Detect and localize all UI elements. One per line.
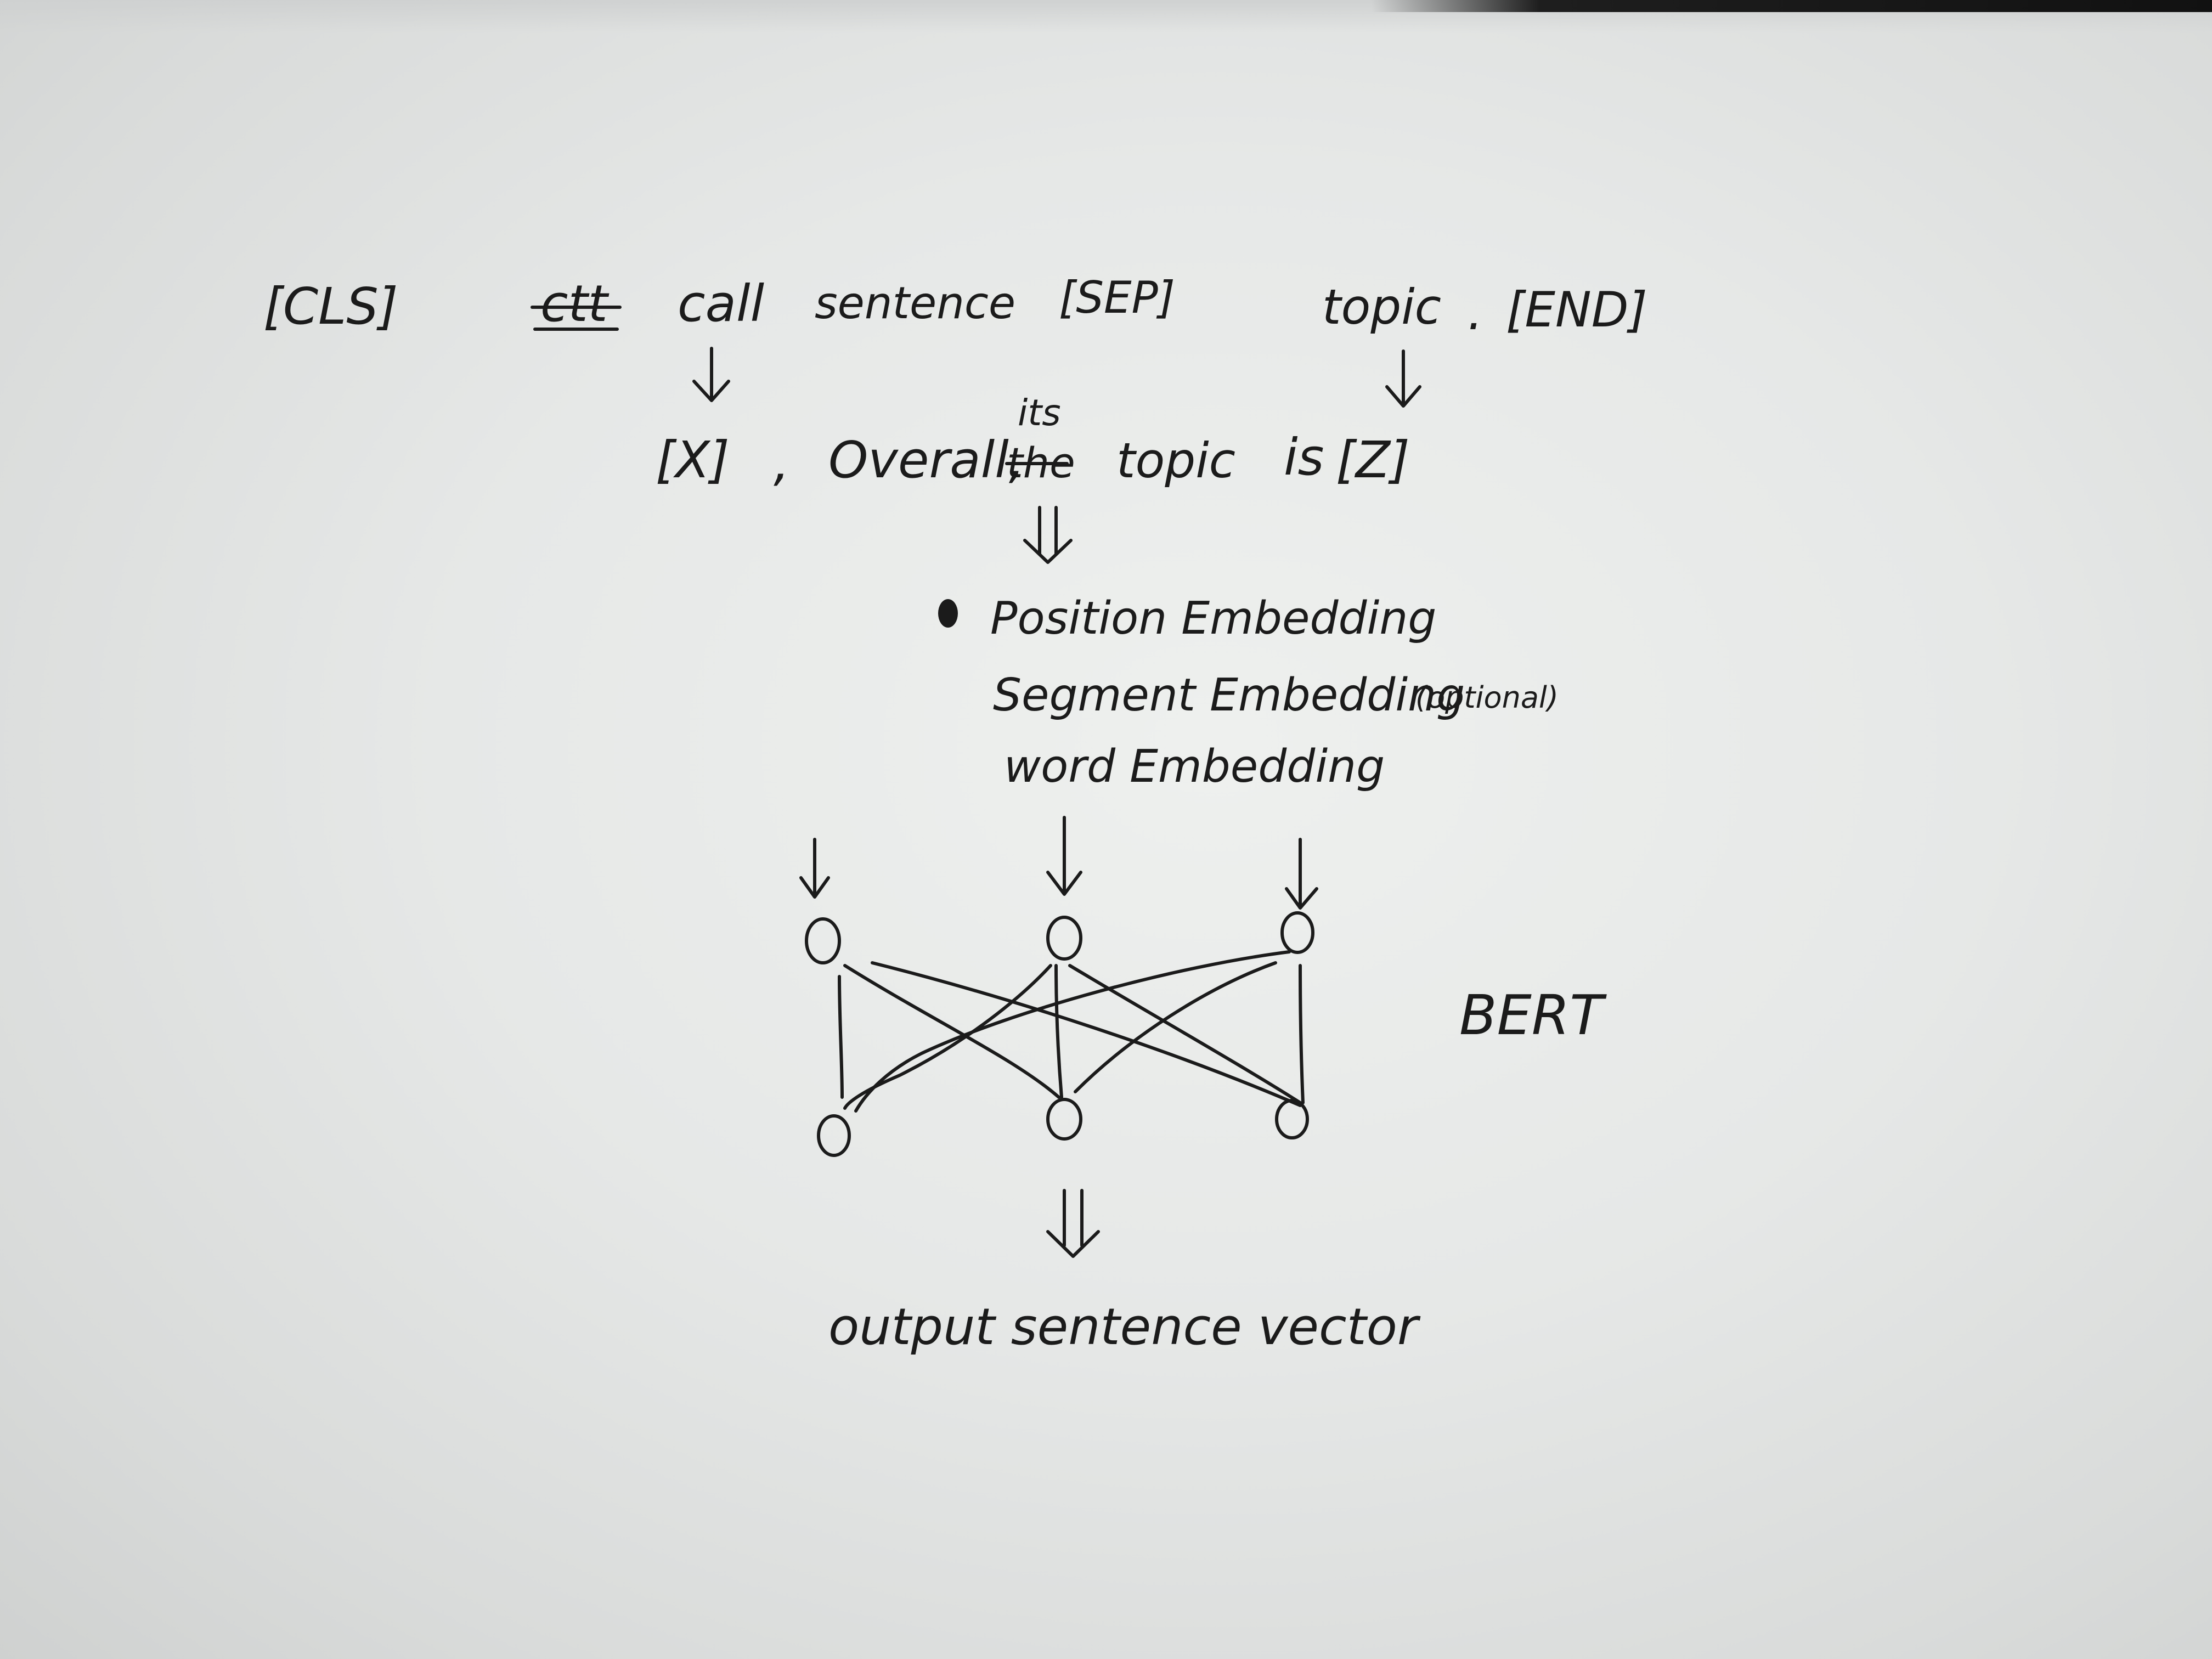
placeholder-x: [X] — [656, 431, 730, 489]
word-embedding: word Embedding — [1004, 741, 1385, 793]
position-embedding: Position Embedding — [990, 592, 1436, 645]
model-label-bert: BERT — [1459, 983, 1607, 1047]
node-input-middle — [1046, 916, 1082, 961]
token-sep: [SEP] — [1059, 272, 1175, 323]
table-edge — [1372, 0, 2212, 12]
token-end: [END] — [1506, 281, 1647, 338]
word-is: is — [1284, 428, 1324, 487]
arrow-topic-down — [1385, 349, 1421, 408]
placeholder-z: [Z] — [1336, 431, 1410, 489]
double-arrow-to-output — [1046, 1189, 1100, 1258]
embeddings-list: Position Embedding Segment Embedding (op… — [938, 592, 1559, 793]
arrow-call-down — [692, 347, 730, 402]
segment-embedding: Segment Embedding — [993, 669, 1465, 721]
output-sentence-vector: output sentence vector — [828, 1297, 1421, 1356]
token-struck-ctt: ctt — [540, 274, 610, 333]
prompt-template-row: its [X] , Overall, the topic is [Z] — [656, 392, 1410, 492]
token-sentence: sentence — [815, 278, 1015, 329]
token-topic: topic — [1322, 279, 1441, 335]
node-input-left — [805, 917, 841, 964]
token-call: call — [678, 274, 765, 333]
bullet-dot — [938, 599, 958, 628]
word-overall: Overall, — [828, 431, 1025, 489]
token-cls: [CLS] — [263, 277, 398, 336]
arrow-into-node-middle — [1046, 816, 1082, 896]
node-input-right — [1280, 911, 1314, 954]
word-topic: topic — [1116, 432, 1235, 489]
arrow-into-node-left — [799, 838, 830, 899]
segment-optional-note: (optional) — [1415, 680, 1559, 715]
inserted-word-its: its — [1018, 392, 1061, 434]
input-token-row: [CLS] ctt call sentence [SEP] topic . [E… — [263, 272, 1647, 341]
comma-after-x: , — [774, 433, 789, 492]
arrow-into-node-right — [1285, 838, 1318, 910]
bert-connections — [838, 950, 1305, 1113]
node-output-middle — [1046, 1098, 1082, 1141]
double-arrow-to-embeddings — [1023, 506, 1073, 564]
node-output-left — [817, 1114, 851, 1157]
token-period: . — [1468, 284, 1483, 341]
bert-nodes — [805, 911, 1314, 1157]
node-output-right — [1275, 1099, 1309, 1139]
